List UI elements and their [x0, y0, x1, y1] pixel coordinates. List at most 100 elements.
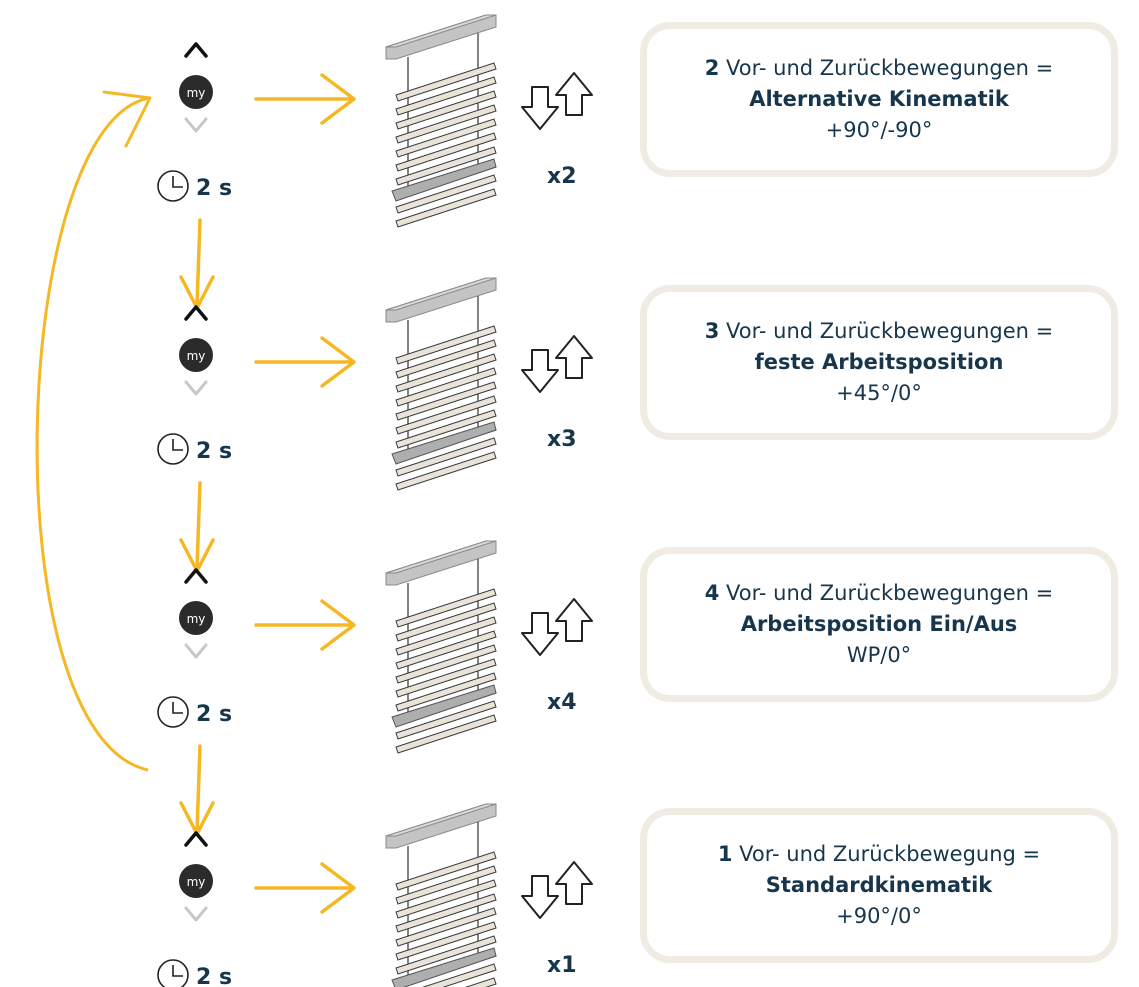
- my-button-label: my: [187, 86, 206, 100]
- slat: [395, 644, 497, 684]
- box-line-1-text: Vor- und Zurückbewegung =: [739, 842, 1041, 866]
- head-rail-top: [385, 803, 497, 837]
- arrow-down-icon: [195, 218, 202, 307]
- slat: [395, 381, 497, 421]
- slat: [395, 907, 497, 947]
- step-1: my 2 s x2: [157, 14, 593, 310]
- slat: [395, 90, 497, 130]
- head-rail: [385, 540, 497, 586]
- box-number: 3: [704, 319, 720, 343]
- bottom-rail: [391, 158, 497, 202]
- box-number: 4: [704, 581, 720, 605]
- my-button-icon: [179, 864, 213, 898]
- slat: [395, 865, 497, 905]
- blind-icon: [385, 803, 497, 987]
- my-button-icon: [179, 75, 213, 109]
- box-angles: +45°/0°: [836, 381, 922, 405]
- head-rail-top: [385, 277, 497, 311]
- down-arrow-icon: [521, 86, 559, 130]
- slat: [395, 146, 497, 186]
- down-arrow-icon: [521, 612, 559, 656]
- down-up-arrows-icon: [521, 72, 593, 130]
- slat: [395, 672, 497, 712]
- up-chevron-icon: [184, 42, 208, 58]
- up-chevron-icon: [184, 831, 208, 847]
- slat: [395, 409, 497, 449]
- down-arrow-icon: [521, 875, 559, 919]
- arrow-right-head: [320, 862, 356, 914]
- slat: [395, 451, 497, 491]
- box-line-1-text: Vor- und Zurückbewegungen =: [726, 56, 1054, 80]
- slat: [395, 325, 497, 365]
- arrow-right-head: [320, 336, 356, 388]
- box-line-1-text: Vor- und Zurückbewegungen =: [726, 319, 1054, 343]
- down-up-arrows-icon: [521, 861, 593, 919]
- slat: [395, 616, 497, 656]
- repeat-count: x1: [547, 953, 577, 978]
- repeat-count: x4: [547, 690, 577, 715]
- slat: [395, 714, 497, 754]
- slat: [395, 174, 497, 214]
- clock-hands: [172, 965, 183, 977]
- box-line-1: 4 Vor- und Zurückbewegungen =: [705, 578, 1054, 609]
- clock-icon: [157, 433, 189, 465]
- clock-icon: [157, 170, 189, 202]
- slat: [395, 893, 497, 933]
- timer-label: 2 s: [196, 965, 232, 987]
- arrow-down-icon: [195, 481, 202, 570]
- box-title: Alternative Kinematik: [749, 87, 1009, 111]
- up-arrow-icon: [555, 72, 593, 116]
- slat: [395, 700, 497, 740]
- box-line-1: 3 Vor- und Zurückbewegungen =: [705, 316, 1054, 347]
- clock-icon: [157, 959, 189, 987]
- slat: [395, 367, 497, 407]
- box-number: 2: [704, 56, 720, 80]
- down-chevron-icon: [184, 380, 208, 396]
- down-up-arrows-icon: [521, 598, 593, 656]
- arrow-right-head: [320, 599, 356, 651]
- slat: [395, 602, 497, 642]
- slat: [395, 118, 497, 158]
- slat: [395, 76, 497, 116]
- repeat-count: x3: [547, 427, 577, 452]
- box-title: Arbeitsposition Ein/Aus: [740, 612, 1018, 636]
- my-button-icon: [179, 338, 213, 372]
- slat: [395, 132, 497, 172]
- slat: [395, 353, 497, 393]
- kinematics-box-1: 2 Vor- und Zurückbewegungen = Alternativ…: [640, 22, 1118, 177]
- head-rail: [385, 803, 497, 849]
- slat: [395, 935, 497, 975]
- down-chevron-icon: [184, 117, 208, 133]
- head-rail-top: [385, 540, 497, 574]
- down-chevron-icon: [184, 643, 208, 659]
- box-angles: WP/0°: [846, 643, 912, 667]
- blind-icon: [385, 540, 497, 754]
- clock-hands: [172, 702, 183, 714]
- bottom-rail: [391, 684, 497, 728]
- up-arrow-icon: [555, 598, 593, 642]
- head-rail-top: [385, 14, 497, 48]
- slat: [395, 339, 497, 379]
- slat: [395, 879, 497, 919]
- box-angles: +90°/0°: [836, 904, 922, 928]
- kinematics-box-3: 4 Vor- und Zurückbewegungen = Arbeitspos…: [640, 547, 1118, 702]
- slat: [395, 188, 497, 228]
- blind-icon: [385, 14, 497, 228]
- slat: [395, 588, 497, 628]
- down-chevron-icon: [184, 906, 208, 922]
- up-chevron-icon: [184, 305, 208, 321]
- up-arrow-icon: [555, 861, 593, 905]
- slat: [395, 104, 497, 144]
- my-button-label: my: [187, 349, 206, 363]
- kinematics-box-2: 3 Vor- und Zurückbewegungen = feste Arbe…: [640, 285, 1118, 440]
- down-up-arrows-icon: [521, 335, 593, 393]
- slat: [421, 963, 497, 987]
- box-title: Standardkinematik: [765, 873, 993, 897]
- kinematics-box-4: 1 Vor- und Zurückbewegung = Standardkine…: [640, 808, 1118, 963]
- repeat-count: x2: [547, 164, 577, 189]
- timer-label: 2 s: [196, 176, 232, 201]
